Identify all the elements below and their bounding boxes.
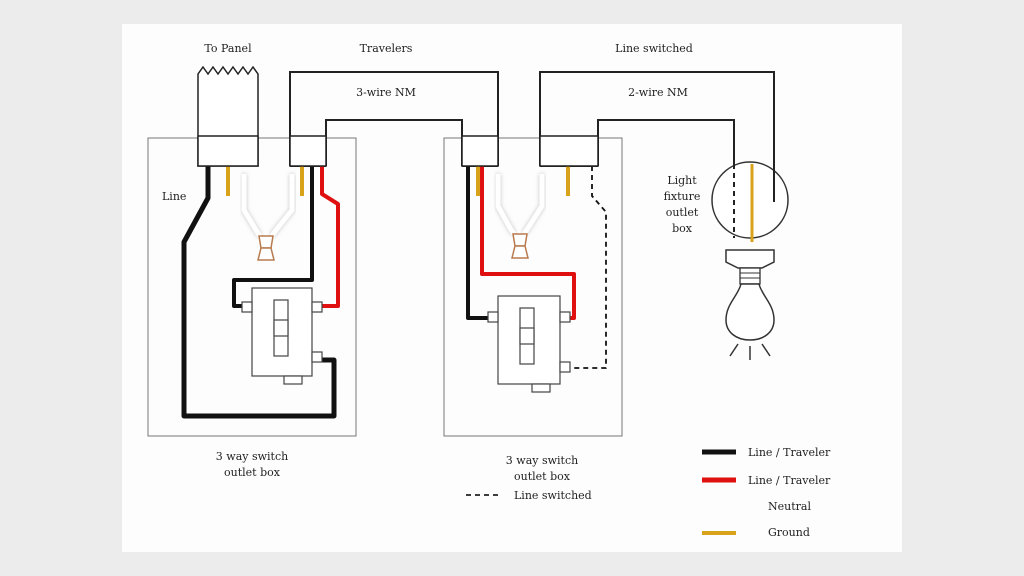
fixture-label-line-1: Light <box>667 174 697 187</box>
left-box-label-line-1: 3 way switch <box>216 450 288 463</box>
left-travelers-clamp <box>289 135 327 167</box>
line-switched-clamp <box>539 135 599 167</box>
fixture-label-line-3: outlet <box>666 206 699 219</box>
light-fixture-outlet-box <box>711 161 789 242</box>
line-switched-top-label: Line switched <box>615 42 693 55</box>
right-switch-outlet-box <box>443 137 623 437</box>
right-box-label-line-2: outlet box <box>514 470 571 483</box>
panel-cable-clamp <box>197 135 259 167</box>
legend-label-black: Line / Traveler <box>748 446 831 459</box>
left-switch-outlet-box <box>147 137 357 437</box>
wiring-diagram: To Panel Travelers Line switched 3-wire … <box>147 42 831 539</box>
left-box-label-line-2: outlet box <box>224 466 281 479</box>
left-box-wires <box>181 166 340 419</box>
line-label: Line <box>162 190 186 203</box>
fixture-label-line-2: fixture <box>664 190 701 203</box>
right-travelers-clamp <box>461 135 499 167</box>
fixture-label-line-4: box <box>672 222 693 235</box>
legend: Line / Traveler Line / Traveler Neutral … <box>702 446 831 539</box>
left-wire-connector <box>257 235 275 261</box>
line-switched-key-label: Line switched <box>514 489 592 502</box>
diagram-canvas: To Panel Travelers Line switched 3-wire … <box>122 24 902 552</box>
to-panel-label: To Panel <box>204 42 252 55</box>
three-wire-nm-label: 3-wire NM <box>356 86 416 99</box>
legend-label-red: Line / Traveler <box>748 474 831 487</box>
right-three-way-switch <box>487 295 571 393</box>
legend-label-neutral: Neutral <box>768 500 811 513</box>
light-bulb-icon <box>725 249 775 360</box>
right-box-wires <box>466 166 607 369</box>
left-three-way-switch <box>241 287 323 385</box>
right-box-label-line-1: 3 way switch <box>506 454 578 467</box>
right-wire-connector <box>511 233 529 259</box>
legend-label-ground: Ground <box>768 526 810 539</box>
travelers-label: Travelers <box>360 42 413 55</box>
two-wire-nm-label: 2-wire NM <box>628 86 688 99</box>
